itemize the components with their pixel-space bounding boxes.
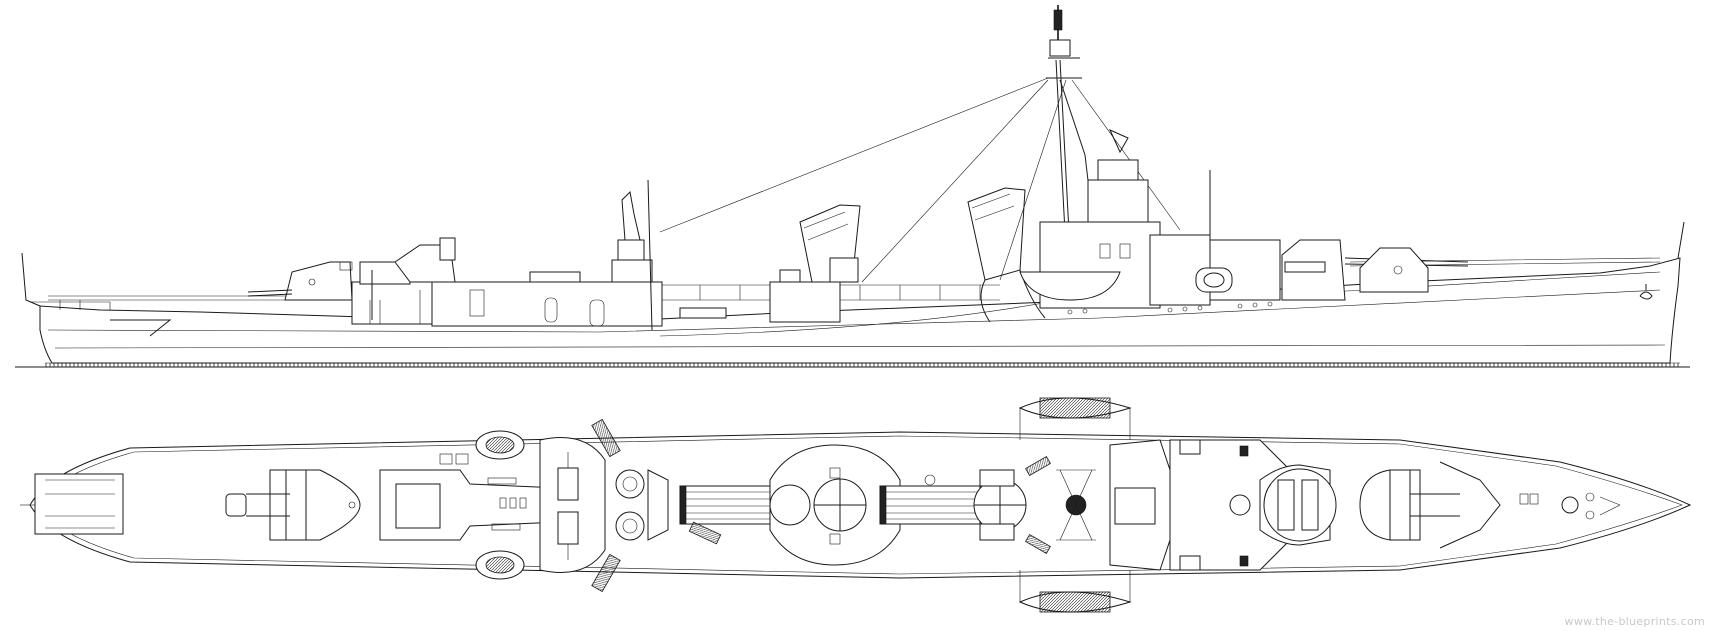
aft-funnel-plan (769, 444, 936, 566)
bow-fittings (1439, 461, 1621, 549)
stern-fittings (34, 473, 247, 535)
aft-funnel (799, 204, 861, 283)
jack-staff (1677, 221, 1685, 259)
rigging-lines (659, 77, 1181, 283)
aft-deckhouse-plan (379, 453, 561, 541)
lifeboats-plan (1018, 397, 1132, 613)
aft-aa-mounts (475, 418, 621, 593)
forward-twin-mount-plan (1259, 464, 1337, 546)
director-platform (615, 469, 669, 541)
watermark: www.the-blueprints.com (1564, 615, 1705, 628)
aft-gun-mount (247, 261, 353, 301)
plan-view (20, 397, 1692, 613)
forward-gun-mount (1281, 239, 1469, 301)
torpedo-deck (662, 269, 1000, 323)
forward-funnel (967, 187, 1046, 323)
stern-staff (21, 252, 41, 307)
aft-gun-mount-plan (246, 469, 361, 541)
forward-gun-mount-plan (1359, 469, 1460, 541)
waterline (15, 362, 1690, 368)
midships-deckhouse (431, 179, 663, 331)
bridge-superstructure (1019, 159, 1281, 309)
stern-propeller-guard (110, 319, 172, 337)
lifeboat-profile (1019, 271, 1121, 301)
aft-mast (647, 179, 653, 331)
hull-profile (39, 257, 1681, 364)
forward-torpedo-tubes (879, 485, 981, 525)
forward-funnel-plan (973, 455, 1051, 555)
aft-torpedo-tubes (679, 485, 781, 545)
profile-view (15, 5, 1690, 368)
